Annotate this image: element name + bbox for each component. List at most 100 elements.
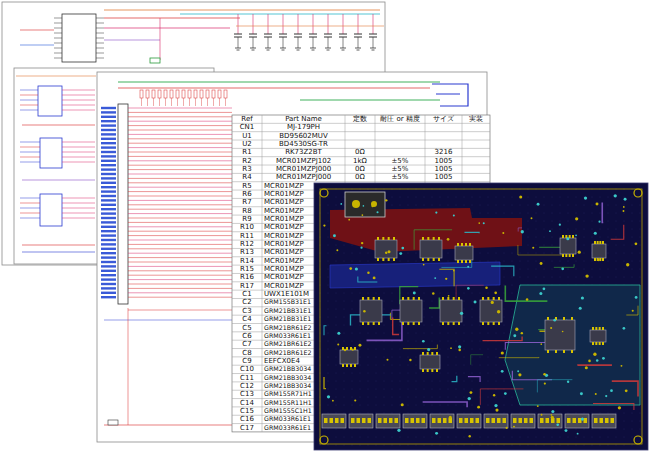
via: [605, 395, 607, 397]
grid-dot: [367, 260, 369, 262]
grid-dot: [615, 236, 617, 238]
wire: [219, 98, 220, 106]
grid-dot: [383, 332, 385, 334]
trace: [456, 285, 484, 301]
grid-dot: [607, 412, 609, 414]
wire: [128, 240, 232, 241]
grid-dot: [583, 276, 585, 278]
via: [543, 373, 546, 376]
grid-dot: [639, 236, 641, 238]
grid-dot: [495, 252, 497, 254]
grid-dot: [335, 204, 337, 206]
via: [377, 211, 379, 213]
ground-symbol: [267, 50, 270, 51]
grid-dot: [343, 300, 345, 302]
grid-dot: [503, 196, 505, 198]
wire: [128, 253, 232, 254]
grid-dot: [399, 364, 401, 366]
grid-dot: [351, 436, 353, 438]
wire: [253, 14, 254, 34]
grid-dot: [615, 228, 617, 230]
resistor-symbol: [140, 90, 143, 98]
grid-dot: [383, 324, 385, 326]
wire: [128, 112, 232, 113]
via: [513, 334, 516, 337]
grid-dot: [503, 404, 505, 406]
grid-dot: [479, 412, 481, 414]
wire: [104, 10, 380, 11]
pad: [354, 347, 356, 350]
grid-dot: [575, 196, 577, 198]
trace: [505, 342, 545, 349]
capacitor-symbol: [264, 34, 272, 35]
pad: [465, 243, 467, 246]
grid-dot: [567, 220, 569, 222]
component: [150, 58, 160, 63]
grid-dot: [623, 276, 625, 278]
pad: [362, 297, 364, 300]
grid-dot: [327, 220, 329, 222]
grid-dot: [583, 252, 585, 254]
grid-dot: [391, 428, 393, 430]
grid-dot: [543, 412, 545, 414]
via: [352, 348, 354, 350]
pad: [354, 364, 356, 367]
pad: [476, 418, 480, 423]
via: [458, 345, 461, 348]
grid-dot: [575, 260, 577, 262]
wire: [128, 169, 232, 170]
via: [532, 247, 534, 249]
grid-dot: [463, 196, 465, 198]
wire: [328, 14, 329, 34]
grid-dot: [471, 300, 473, 302]
grid-dot: [447, 340, 449, 342]
grid-dot: [383, 388, 385, 390]
pad: [431, 369, 433, 372]
pad: [605, 418, 609, 423]
resistor-symbol: [182, 90, 185, 98]
grid-dot: [447, 332, 449, 334]
pad: [368, 418, 372, 423]
grid-dot: [415, 196, 417, 198]
grid-dot: [351, 372, 353, 374]
pad: [342, 364, 344, 367]
grid-dot: [407, 332, 409, 334]
trace: [464, 232, 479, 234]
grid-dot: [511, 276, 513, 278]
wire: [20, 213, 40, 214]
board-outline: [320, 189, 642, 444]
capacitor-symbol: [369, 34, 377, 35]
capacitor-symbol: [279, 34, 287, 35]
net-tag: [101, 155, 116, 157]
via: [598, 221, 600, 223]
resistor-symbol: [152, 90, 155, 98]
grid-dot: [519, 428, 521, 430]
grid-dot: [591, 412, 593, 414]
grid-dot: [439, 324, 441, 326]
grid-dot: [511, 292, 513, 294]
pad: [562, 254, 564, 257]
grid-dot: [631, 436, 633, 438]
wire: [298, 14, 299, 34]
via: [540, 262, 543, 265]
grid-dot: [623, 196, 625, 198]
grid-dot: [367, 388, 369, 390]
grid-dot: [447, 252, 449, 254]
net-tag: [101, 151, 116, 153]
via: [401, 247, 404, 250]
grid-dot: [415, 372, 417, 374]
pad: [335, 418, 339, 423]
grid-dot: [615, 260, 617, 262]
grid-dot: [327, 348, 329, 350]
pad: [388, 258, 390, 261]
grid-dot: [391, 356, 393, 358]
grid-dot: [327, 340, 329, 342]
via: [506, 427, 508, 429]
wire: [128, 108, 232, 109]
grid-dot: [519, 436, 521, 438]
connector-pad: [352, 200, 360, 208]
pad: [602, 241, 604, 244]
via: [537, 203, 540, 206]
grid-dot: [367, 356, 369, 358]
capacitor-symbol: [309, 34, 317, 35]
